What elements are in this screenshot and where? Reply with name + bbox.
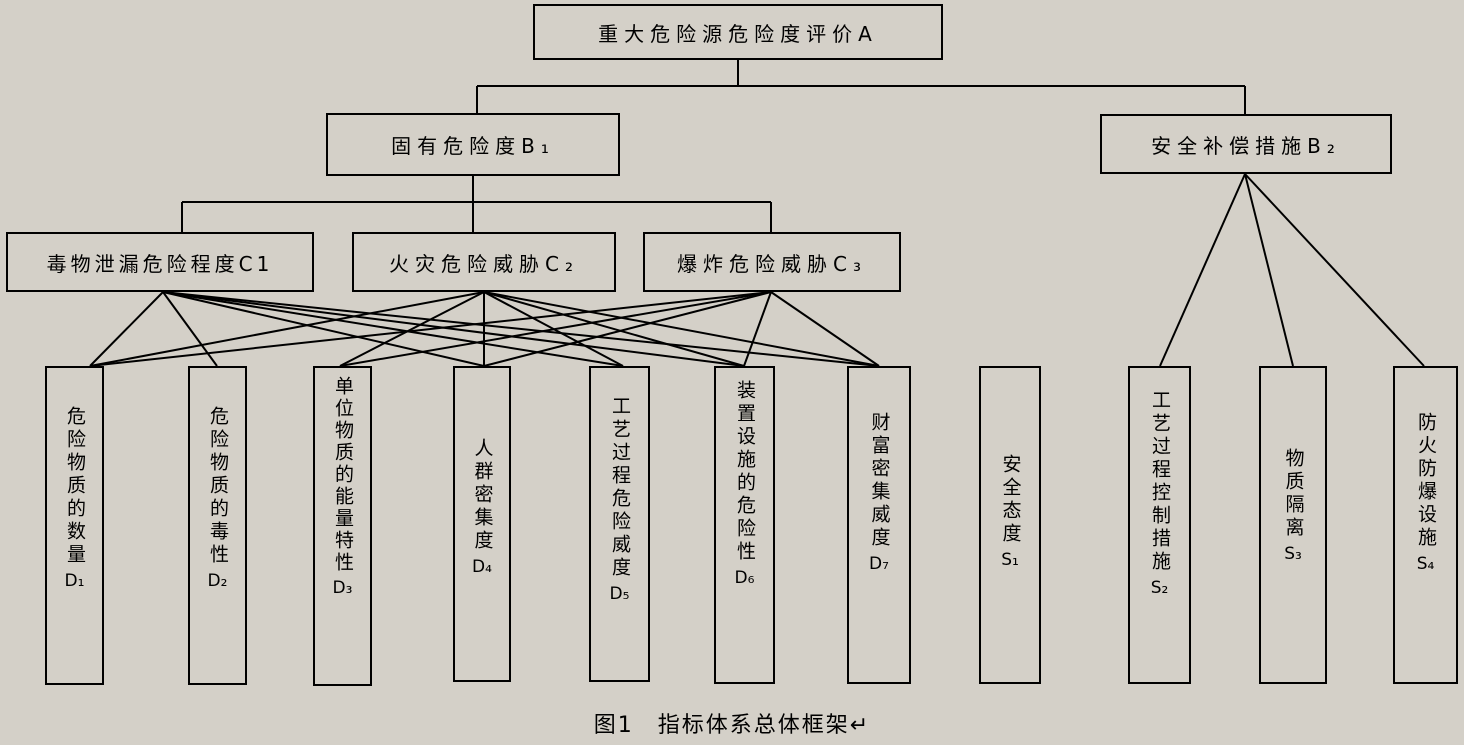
node-d6-code: D₆ xyxy=(734,568,755,588)
node-d5-code: D₅ xyxy=(609,584,630,604)
root-node: 重大危险源危险度评价A xyxy=(533,4,943,60)
node-d5-label: 工艺过程危险威度 xyxy=(609,396,631,580)
node-s2: 工艺过程控制措施 S₂ xyxy=(1128,366,1191,684)
node-d5: 工艺过程危险威度 D₅ xyxy=(589,366,650,682)
node-c3: 爆炸危险威胁C₃ xyxy=(643,232,901,292)
node-c1: 毒物泄漏危险程度C1 xyxy=(6,232,314,292)
node-b2: 安全补偿措施B₂ xyxy=(1100,114,1392,174)
node-d6: 装置设施的危险性 D₆ xyxy=(714,366,775,684)
node-d7-label: 财富密集威度 xyxy=(868,412,891,550)
node-d1-code: D₁ xyxy=(64,571,85,591)
node-s4-label: 防火防爆设施 xyxy=(1415,412,1437,550)
node-s4-code: S₄ xyxy=(1416,554,1435,574)
node-d2: 危险物质的毒性 D₂ xyxy=(188,366,247,685)
node-d2-code: D₂ xyxy=(207,571,228,591)
node-c2: 火灾危险威胁C₂ xyxy=(352,232,616,292)
node-s1-label: 安全态度 xyxy=(999,454,1022,546)
node-d1-label: 危险物质的数量 xyxy=(64,406,86,567)
node-d4-code: D₄ xyxy=(472,557,492,577)
node-s3-label: 物质隔离 xyxy=(1282,448,1305,540)
node-b1: 固有危险度B₁ xyxy=(326,113,620,176)
node-s1: 安全态度 S₁ xyxy=(979,366,1041,684)
node-s3: 物质隔离 S₃ xyxy=(1259,366,1327,684)
node-d7: 财富密集威度 D₇ xyxy=(847,366,911,684)
node-s3-code: S₃ xyxy=(1284,544,1302,564)
node-d3-code: D₃ xyxy=(332,578,353,598)
node-s4: 防火防爆设施 S₄ xyxy=(1393,366,1458,684)
node-d6-label: 装置设施的危险性 xyxy=(734,380,756,564)
node-d4-label: 人群密集度 xyxy=(471,438,494,553)
node-d3: 单位物质的能量特性 D₃ xyxy=(313,366,372,686)
node-d3-label: 单位物质的能量特性 xyxy=(332,376,354,574)
node-s1-code: S₁ xyxy=(1001,550,1019,570)
figure-caption: 图1 指标体系总体框架↵ xyxy=(593,713,871,738)
node-d7-code: D₇ xyxy=(869,554,889,574)
node-d4: 人群密集度 D₄ xyxy=(453,366,511,682)
node-d2-label: 危险物质的毒性 xyxy=(207,406,229,567)
node-d1: 危险物质的数量 D₁ xyxy=(45,366,104,685)
node-s2-label: 工艺过程控制措施 xyxy=(1149,390,1171,574)
node-s2-code: S₂ xyxy=(1150,578,1169,598)
